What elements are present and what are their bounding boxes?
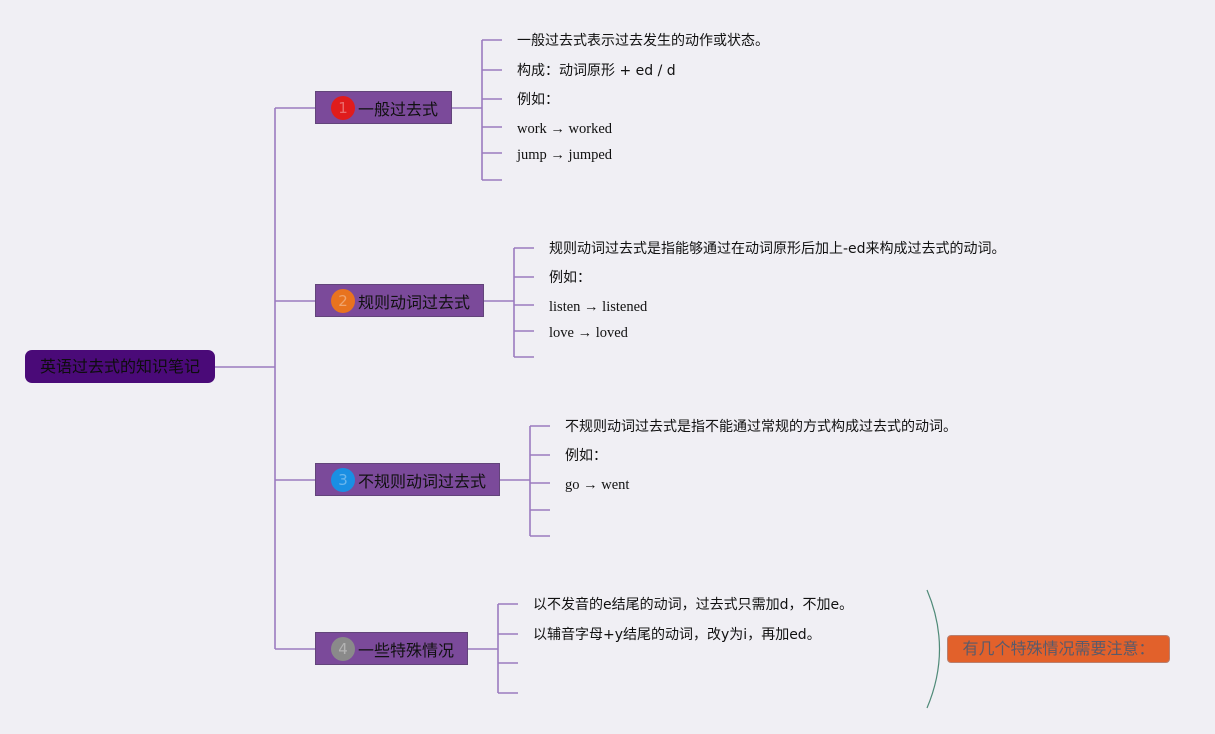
branch-regular-verbs[interactable]: 2 规则动词过去式 [315, 284, 484, 317]
leaf-example[interactable]: jump → jumped [517, 147, 613, 163]
branch-irregular-verbs[interactable]: 3 不规则动词过去式 [315, 463, 500, 496]
summary-brace [926, 589, 941, 709]
leaf-text[interactable]: 以不发音的e结尾的动词，过去式只需加d，不加e。 [533, 597, 854, 613]
leaf-example[interactable]: listen → listened [549, 299, 648, 315]
leaf-text[interactable]: 构成：动词原形 + ed / d [517, 63, 676, 79]
leaf-example[interactable]: love → loved [549, 325, 628, 341]
number-3-badge-icon: 3 [331, 467, 355, 492]
branch-general-past-tense[interactable]: 1 一般过去式 [315, 91, 452, 124]
number-1-badge-icon: 1 [331, 95, 355, 120]
leaf-text[interactable]: 例如： [517, 92, 559, 108]
leaf-text[interactable]: 以辅音字母+y结尾的动词，改y为i，再加ed。 [533, 627, 821, 643]
branch-special-cases[interactable]: 4 一些特殊情况 [315, 632, 468, 665]
leaf-text[interactable]: 例如： [549, 270, 591, 286]
leaf-text[interactable]: 不规则动词过去式是指不能通过常规的方式构成过去式的动词。 [565, 419, 957, 435]
leaf-text[interactable]: 例如： [565, 448, 607, 464]
summary-note[interactable]: 有几个特殊情况需要注意： [947, 635, 1170, 663]
leaf-example[interactable]: work → worked [517, 121, 613, 137]
number-4-badge-icon: 4 [331, 636, 355, 661]
leaf-text[interactable]: 规则动词过去式是指能够通过在动词原形后加上-ed来构成过去式的动词。 [549, 241, 1006, 257]
branch-label: 不规则动词过去式 [358, 471, 487, 491]
leaf-example[interactable]: go → went [565, 477, 630, 493]
branch-label: 一般过去式 [358, 99, 439, 119]
branch-label: 一些特殊情况 [358, 640, 455, 660]
root-topic[interactable]: 英语过去式的知识笔记 [25, 350, 215, 383]
branch-label: 规则动词过去式 [358, 292, 471, 312]
leaf-text[interactable]: 一般过去式表示过去发生的动作或状态。 [517, 33, 769, 49]
number-2-badge-icon: 2 [331, 288, 355, 313]
